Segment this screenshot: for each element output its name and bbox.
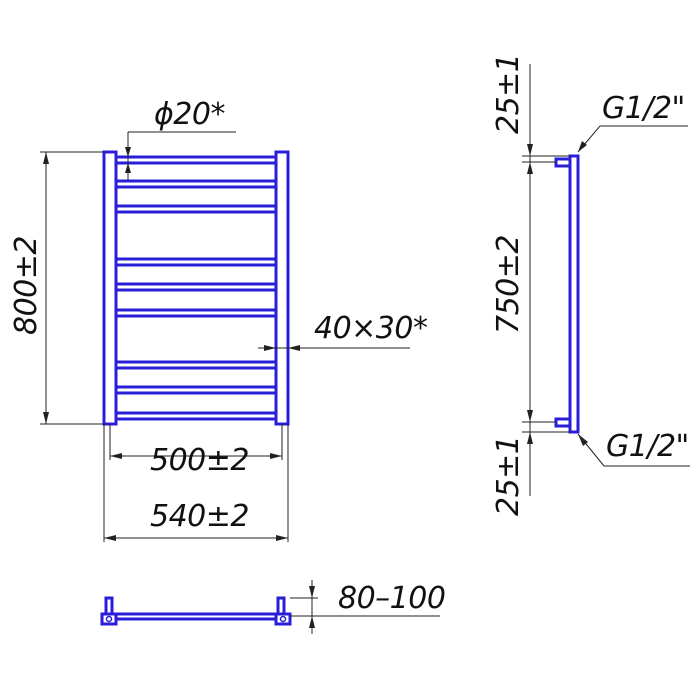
crossbar bbox=[114, 411, 278, 421]
inner-width-label: 500±2 bbox=[150, 443, 249, 478]
crossbar bbox=[114, 360, 278, 370]
crossbar bbox=[114, 204, 278, 214]
bottom-connection-callout: G1/2" bbox=[577, 429, 690, 467]
left-bracket-base bbox=[100, 612, 118, 626]
crossbar bbox=[114, 179, 278, 189]
top-connection-label: G1/2" bbox=[602, 91, 685, 126]
crossbar bbox=[114, 282, 278, 292]
side-view: 25±1 750±2 25±1 G1/2" G1/2" bbox=[491, 54, 690, 516]
outer-width-label: 540±2 bbox=[150, 499, 249, 534]
height-dimension: 800±2 bbox=[9, 151, 104, 425]
left-bracket-hole bbox=[105, 615, 113, 623]
crossbar bbox=[114, 155, 278, 165]
tube-diameter-label: ϕ20* bbox=[154, 97, 225, 132]
right-bracket-base bbox=[274, 612, 292, 626]
profile-dimension: 40×30* bbox=[258, 311, 428, 351]
crossbar bbox=[114, 257, 278, 267]
front-view: 800±2 ϕ20* 40×30* 500±2 bbox=[9, 97, 428, 542]
right-collector bbox=[274, 150, 290, 426]
tube-diameter-dimension: ϕ20* bbox=[125, 97, 236, 180]
side-collector bbox=[568, 154, 580, 434]
crossbar bbox=[114, 308, 278, 318]
wall-distance-dimension: 80–100 bbox=[290, 580, 446, 634]
top-view-bar bbox=[112, 612, 282, 621]
outer-width-dimension: 540±2 bbox=[103, 424, 289, 542]
top-offset-label: 25±1 bbox=[491, 54, 526, 134]
crossbars bbox=[114, 155, 278, 421]
height-label: 800±2 bbox=[9, 236, 44, 335]
bottom-connector bbox=[554, 417, 572, 428]
top-connection-callout: G1/2" bbox=[577, 91, 688, 153]
bottom-offset-label: 25±1 bbox=[491, 436, 526, 516]
left-collector bbox=[102, 150, 118, 426]
crossbar bbox=[114, 385, 278, 395]
top-connector bbox=[554, 157, 572, 168]
wall-distance-label: 80–100 bbox=[338, 581, 445, 616]
inner-width-dimension: 500±2 bbox=[109, 424, 283, 478]
bottom-connection-label: G1/2" bbox=[606, 429, 689, 464]
top-view: 80–100 bbox=[100, 580, 446, 634]
center-distance-label: 750±2 bbox=[491, 235, 526, 334]
right-bracket-hole bbox=[279, 615, 287, 623]
profile-label: 40×30* bbox=[314, 311, 428, 346]
